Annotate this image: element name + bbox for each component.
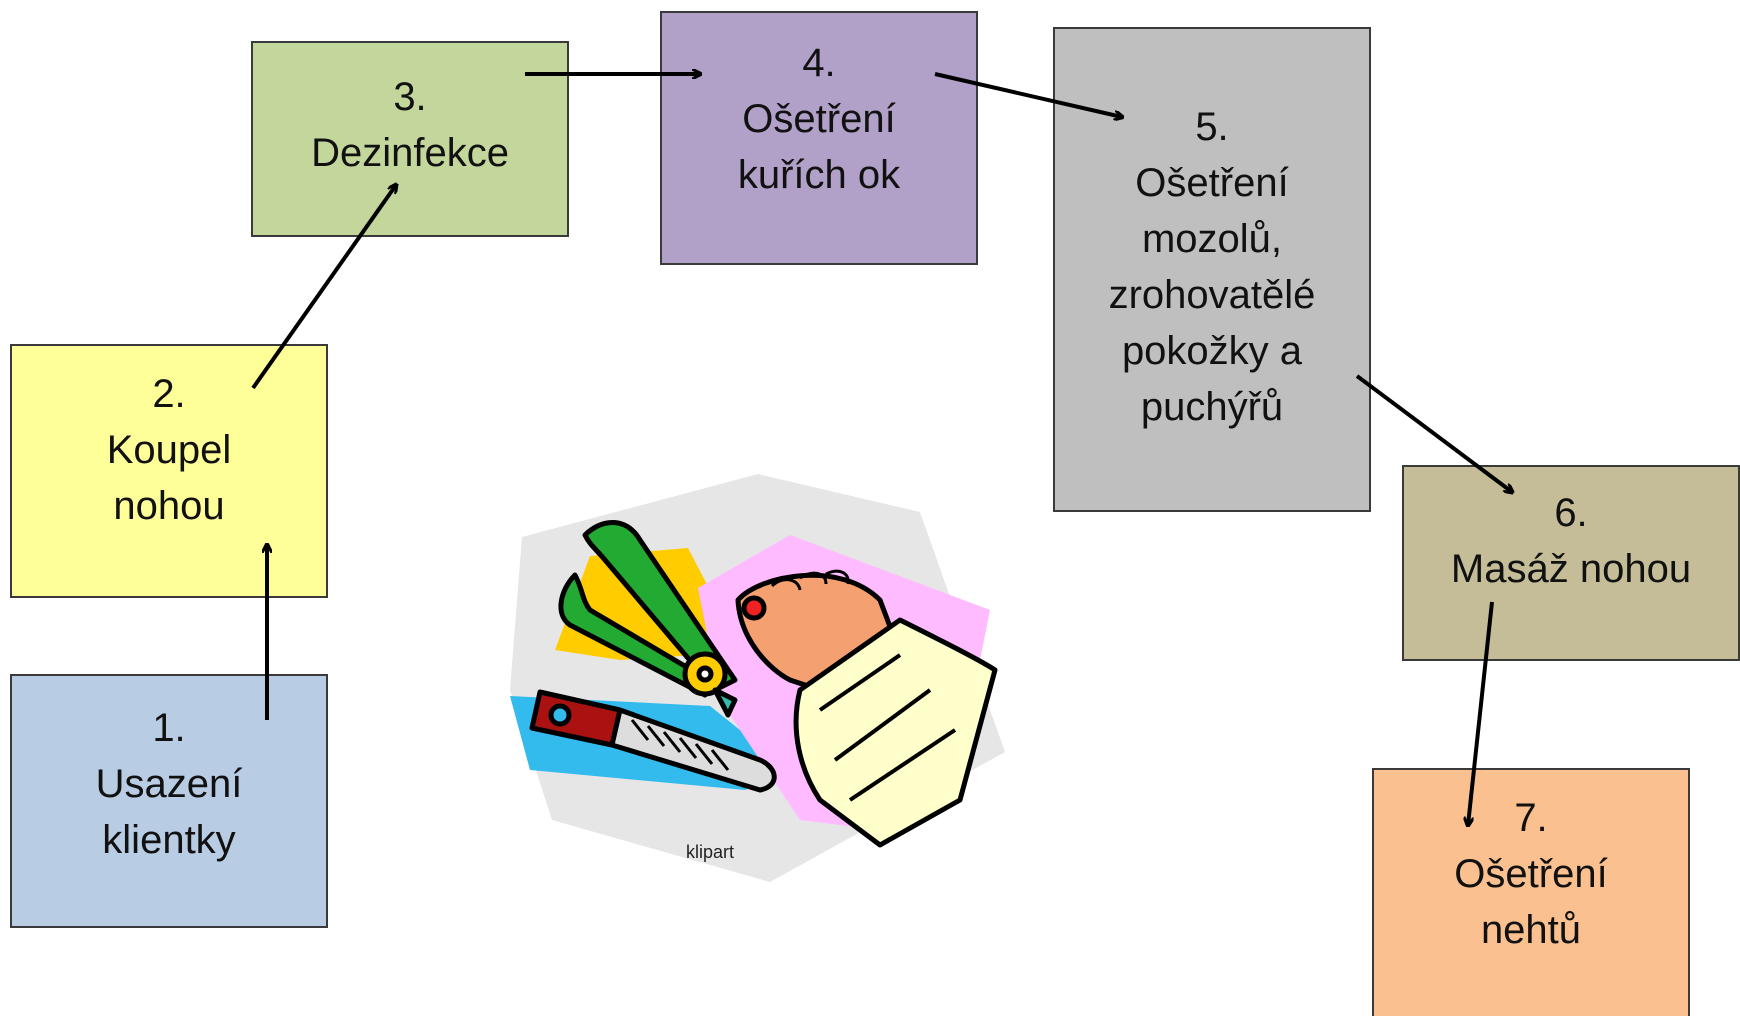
step-3-number: 3. xyxy=(393,75,427,119)
step-3-line-1: Dezinfekce xyxy=(311,131,509,175)
arrow-5-to-6 xyxy=(1355,374,1512,492)
step-6-line-1: Masáž nohou xyxy=(1450,547,1692,591)
step-1-number: 1. xyxy=(152,706,186,750)
step-5-line-5: puchýřů xyxy=(1140,385,1284,429)
step-1-line-2: klientky xyxy=(102,818,236,862)
step-4-line-2: kuřích ok xyxy=(737,153,901,197)
step-2-box: 2. Koupel nohou xyxy=(10,344,328,598)
step-7-line-1: Ošetření xyxy=(1454,852,1608,896)
step-6-number: 6. xyxy=(1554,491,1588,535)
step-5-line-3: zrohovatělé xyxy=(1108,273,1316,317)
step-1-box: 1. Usazení klientky xyxy=(10,674,328,928)
foot-icon xyxy=(735,569,998,848)
step-7-number: 7. xyxy=(1514,796,1548,840)
step-5-number: 5. xyxy=(1195,105,1229,149)
step-5-line-4: pokožky a xyxy=(1121,329,1303,373)
arrow-4-to-5 xyxy=(934,72,1122,117)
step-7-line-2: nehtů xyxy=(1480,908,1582,952)
step-4-box: 4. Ošetření kuřích ok xyxy=(660,11,978,265)
step-2-line-1: Koupel xyxy=(106,428,232,472)
step-5-line-2: mozolů, xyxy=(1141,217,1283,261)
arrow-6-to-7 xyxy=(1468,601,1494,825)
step-2-number: 2. xyxy=(152,372,186,416)
step-5-line-1: Ošetření xyxy=(1135,161,1289,205)
step-7-box: 7. Ošetření nehtů xyxy=(1372,768,1690,1016)
step-6-box: 6. Masáž nohou xyxy=(1402,465,1740,661)
step-4-number: 4. xyxy=(802,41,836,85)
step-2-line-2: nohou xyxy=(113,484,225,528)
nail-file-icon xyxy=(529,689,777,793)
step-4-line-1: Ošetření xyxy=(742,97,896,141)
clipart-caption: klipart xyxy=(685,842,734,862)
step-3-box: 3. Dezinfekce xyxy=(251,41,569,237)
nail-clipper-icon xyxy=(558,520,738,718)
step-5-box: 5. Ošetření mozolů, zrohovatělé pokožky … xyxy=(1053,27,1371,512)
step-1-line-1: Usazení xyxy=(95,762,243,806)
arrow-2-to-3 xyxy=(251,185,396,390)
